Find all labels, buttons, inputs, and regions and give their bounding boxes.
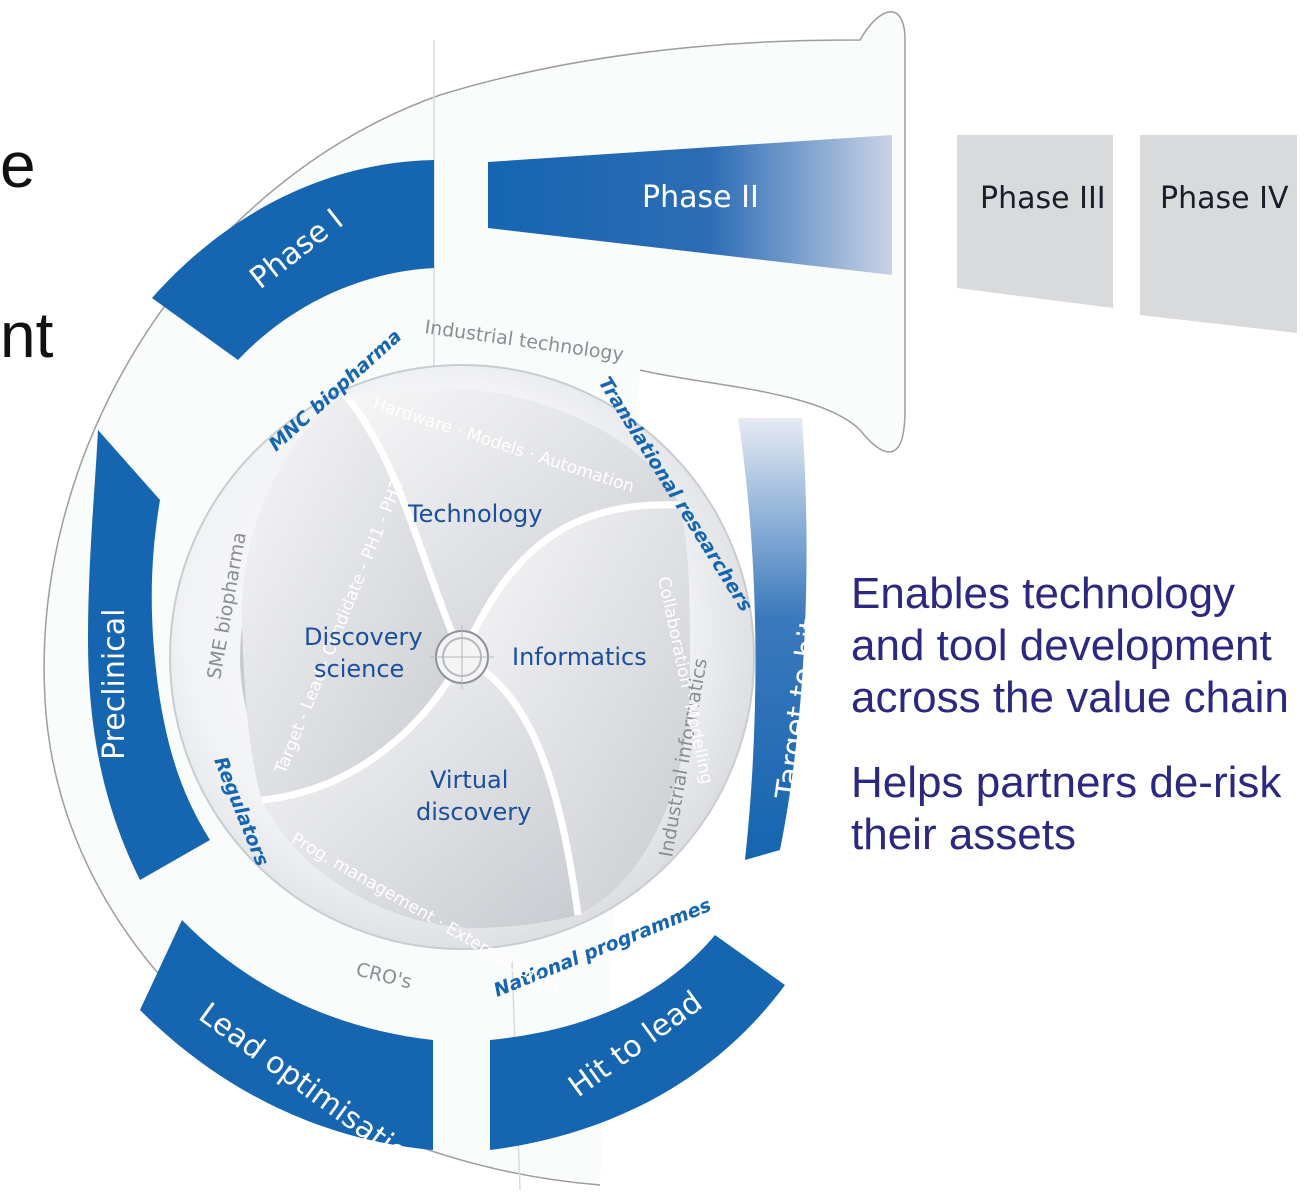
phase-4-box (1140, 135, 1297, 333)
petals (241, 390, 690, 929)
cropped-title-fragment-2: nt (0, 299, 54, 371)
phase-3-label: Phase III (980, 181, 1106, 216)
stage-segment-phase-1 (152, 160, 434, 360)
stage-segment-target-to-hit (738, 418, 807, 860)
phase-4-label: Phase IV (1160, 181, 1289, 216)
cropped-title-fragment-1: e (0, 129, 36, 201)
petal-virtual-discovery (262, 657, 578, 929)
petal-informatics (462, 504, 690, 915)
petal-label-informatics: Informatics (512, 643, 647, 671)
petal-technology (345, 390, 680, 657)
side-paragraph-derisk: Helps partners de-risk their assets (851, 758, 1282, 859)
phase-2-label: Phase II (642, 180, 759, 215)
stage-segment-hit-to-lead (490, 935, 785, 1150)
side-description: Enables technology and tool development … (851, 568, 1291, 894)
petal-label-science-line2: science (314, 655, 404, 683)
phase-3-box (957, 135, 1113, 308)
petal-label-technology: Technology (407, 500, 542, 528)
side-paragraph-enables: Enables technology and tool development … (851, 569, 1289, 722)
stage-segment-lead-optimisation (140, 920, 433, 1150)
petal-label-virtual-line1: Virtual (430, 766, 508, 794)
petal-label-virtual-line2: discovery (416, 798, 531, 826)
stage-segment-preclinical (88, 430, 210, 880)
phase-2-bar (488, 135, 892, 275)
stage-ring (88, 160, 807, 1150)
petal-label-science-line1: Discovery (304, 623, 423, 651)
petal-discovery-science (241, 395, 462, 800)
stage-label-preclinical: Preclinical (97, 609, 132, 760)
